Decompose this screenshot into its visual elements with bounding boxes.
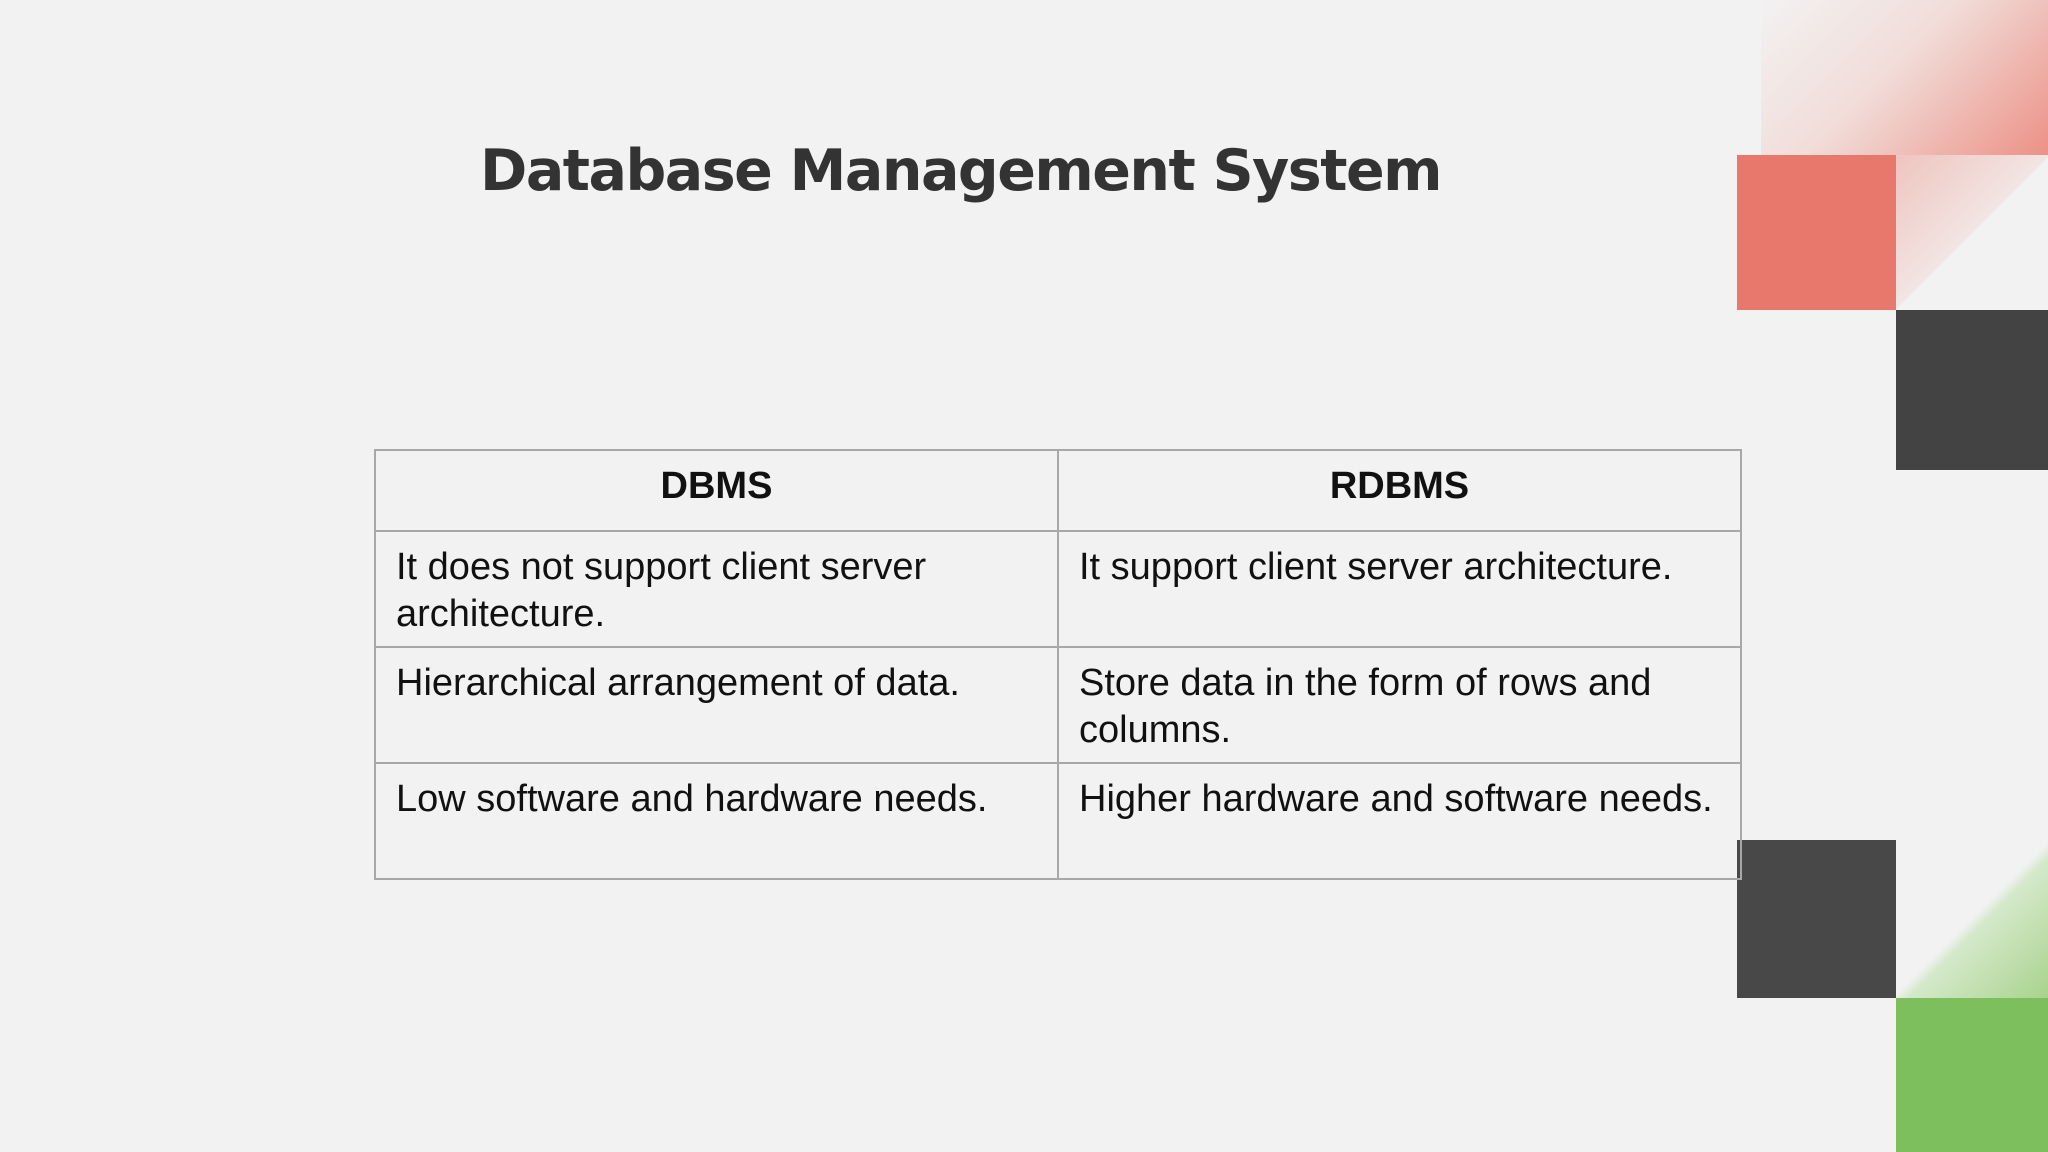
table-header-row: DBMS RDBMS: [374, 449, 1742, 532]
decorative-triangle-green: [1896, 840, 2048, 998]
table-cell-dbms: Low software and hardware needs.: [374, 762, 1059, 880]
table-cell-rdbms: Higher hardware and software needs.: [1057, 762, 1742, 880]
column-header-dbms: DBMS: [374, 449, 1059, 532]
table-cell-rdbms: Store data in the form of rows and colum…: [1057, 646, 1742, 764]
column-header-rdbms: RDBMS: [1057, 449, 1742, 532]
decorative-gradient-red: [1761, 0, 2048, 155]
decorative-square-dark-top: [1896, 310, 2048, 470]
decorative-square-green: [1896, 998, 2048, 1152]
table-cell-dbms: It does not support client server archit…: [374, 530, 1059, 648]
table-row: Low software and hardware needs. Higher …: [374, 762, 1742, 880]
decorative-triangle-red: [1896, 155, 2048, 310]
comparison-table: DBMS RDBMS It does not support client se…: [374, 449, 1742, 880]
table-row: It does not support client server archit…: [374, 530, 1742, 648]
decorative-square-red: [1737, 155, 1896, 310]
table-row: Hierarchical arrangement of data. Store …: [374, 646, 1742, 764]
decorative-square-dark-bottom: [1737, 840, 1896, 998]
table-cell-rdbms: It support client server architecture.: [1057, 530, 1742, 648]
slide-title: Database Management System: [480, 138, 1443, 205]
table-cell-dbms: Hierarchical arrangement of data.: [374, 646, 1059, 764]
